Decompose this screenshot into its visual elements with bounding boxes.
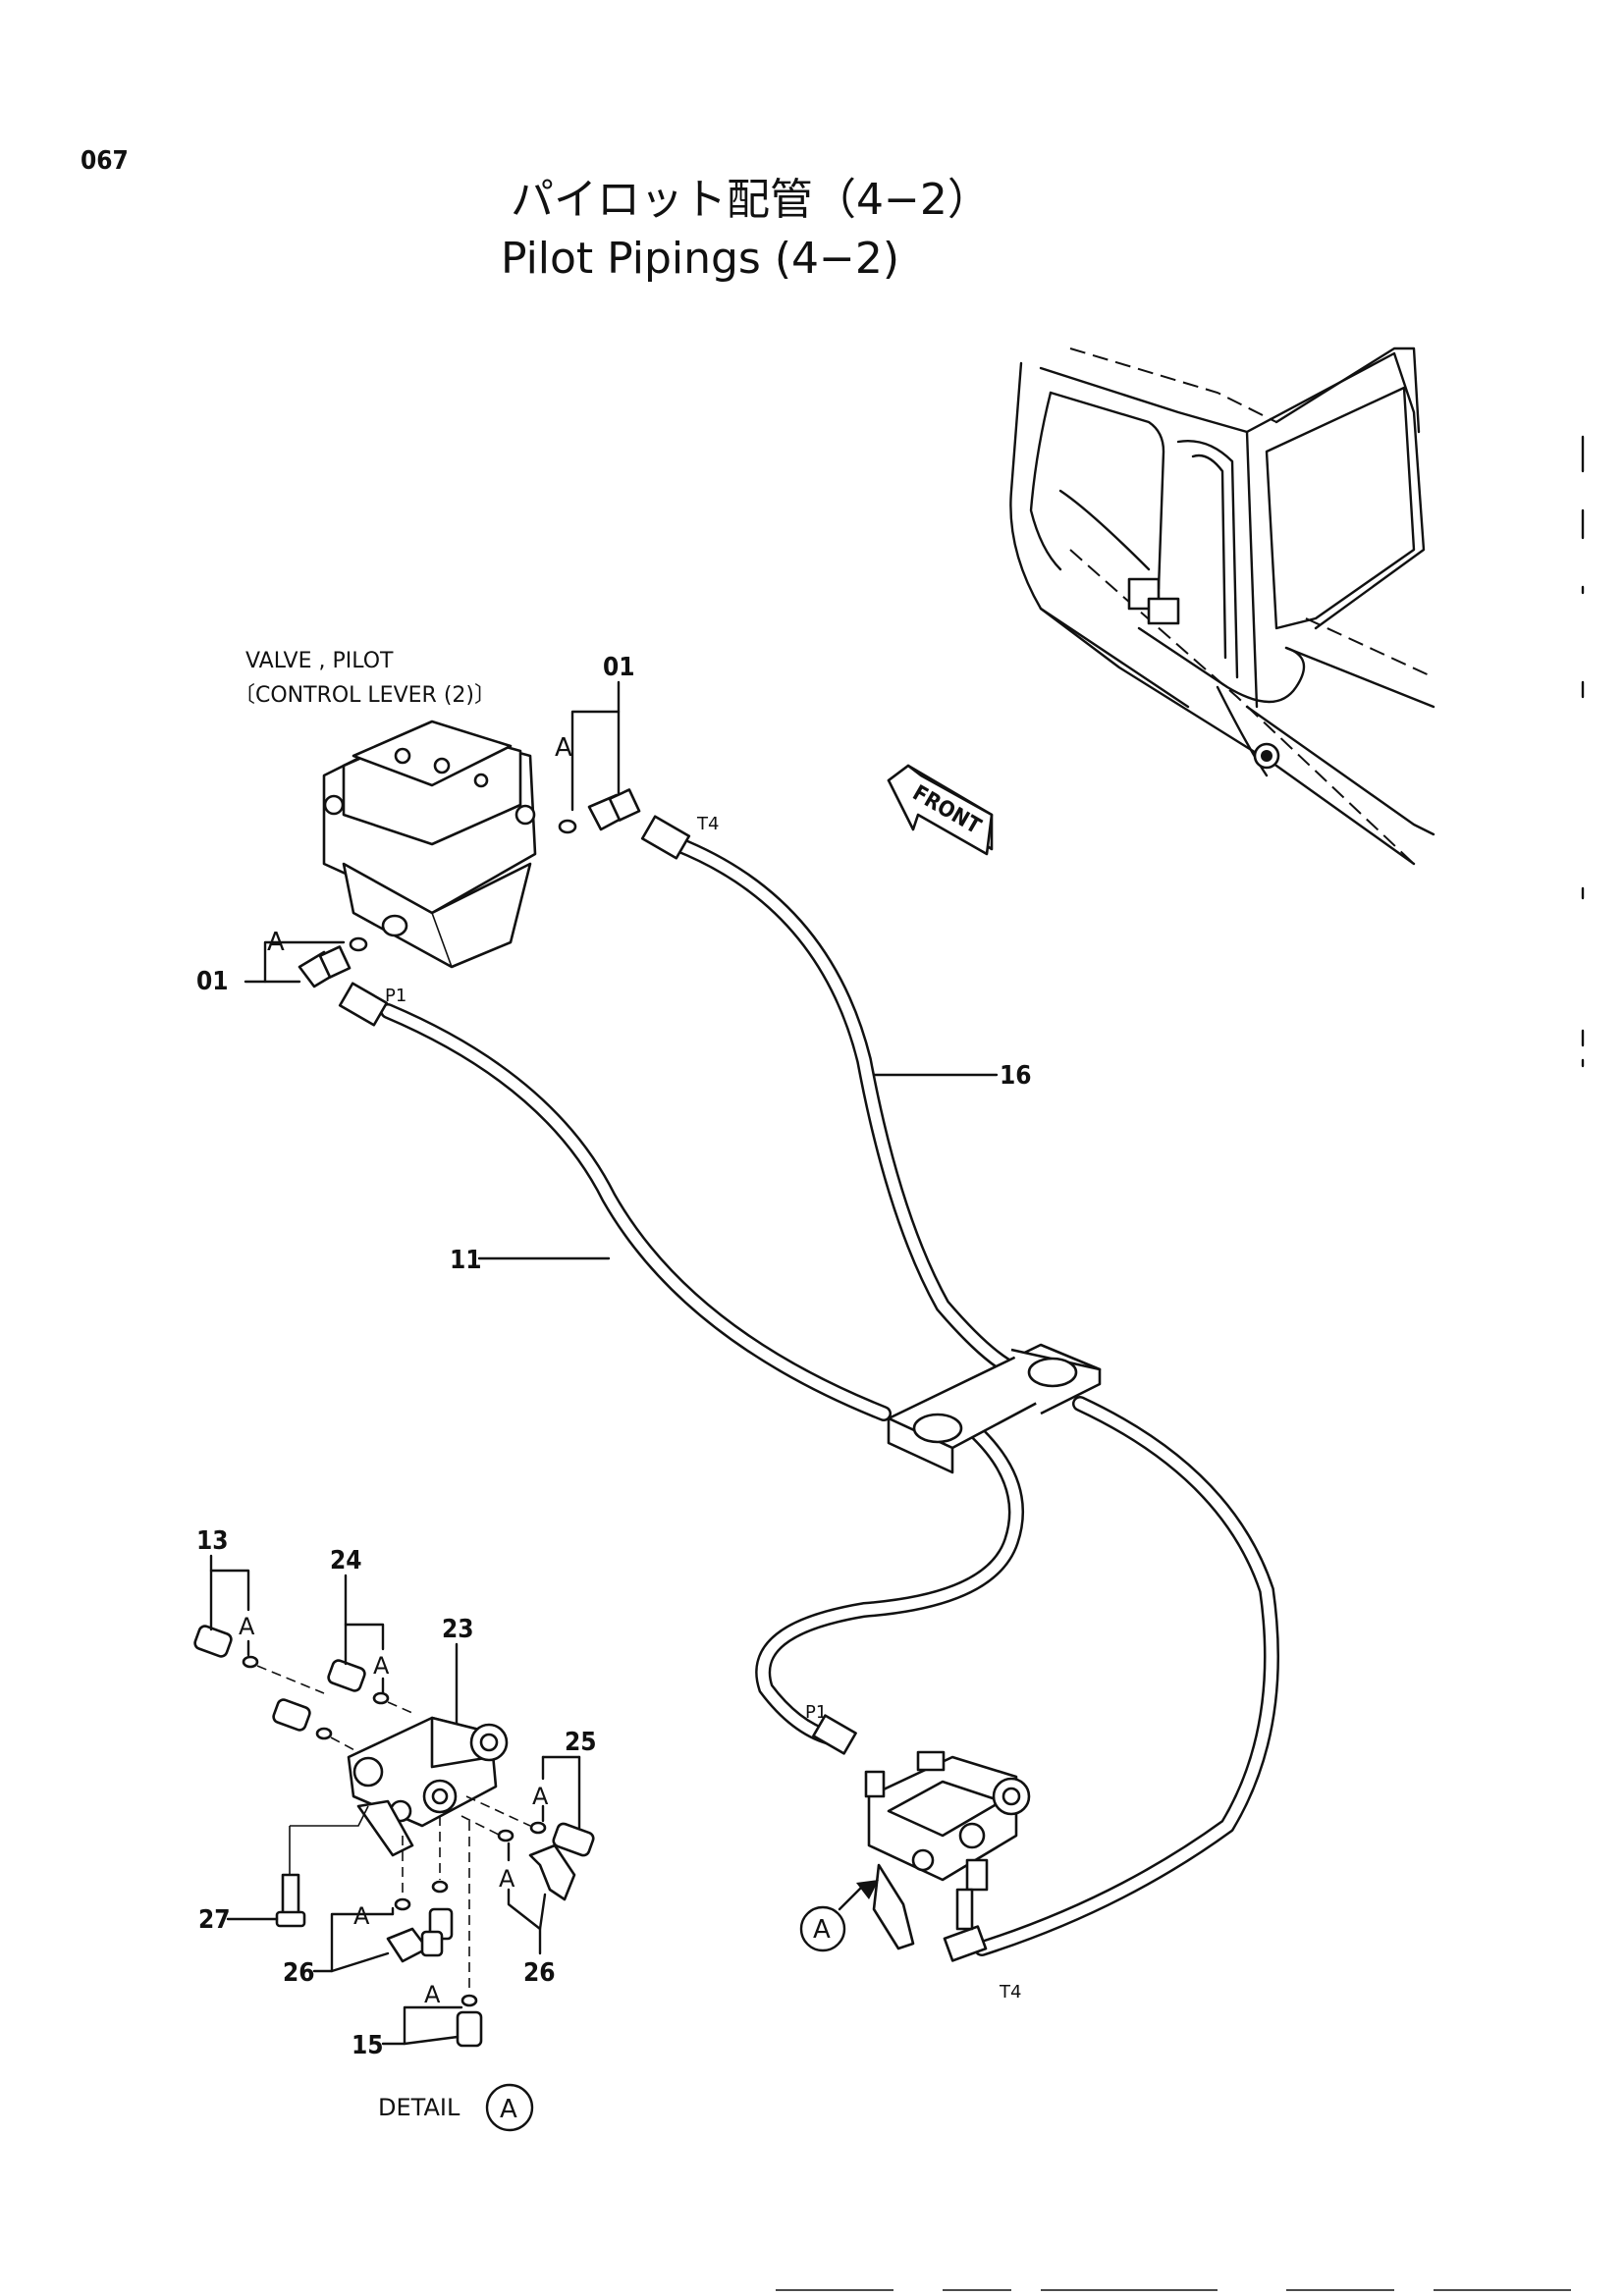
- detail-caption: DETAIL A: [378, 2083, 534, 2132]
- detail-reference-a-letter: A: [813, 1915, 831, 1945]
- title-japanese: パイロット配管（4−2）: [511, 175, 991, 225]
- ref-letter-a: A: [373, 1652, 390, 1680]
- hose-16: [640, 815, 1039, 1382]
- callout-24: 24 A: [330, 1546, 390, 1694]
- callout-26-right: 26 A: [499, 1842, 556, 1988]
- pilot-valve-control-lever: [322, 720, 537, 969]
- port-label-p1-bottom: P1: [805, 1702, 827, 1723]
- ref-letter-a: A: [499, 1865, 515, 1893]
- callout-01-left-number: 01: [196, 967, 229, 996]
- callout-16: 16: [872, 1061, 1032, 1091]
- elbow-fitting-01-top: [558, 788, 641, 834]
- ref-letter-a: A: [424, 1981, 441, 2008]
- callout-26-right-number: 26: [523, 1958, 556, 1988]
- callout-11-number: 11: [450, 1246, 482, 1275]
- ref-letter-a: A: [353, 1902, 370, 1930]
- callout-15: 15 A: [352, 1981, 463, 2060]
- callout-27-number: 27: [198, 1905, 231, 1935]
- callout-11: 11: [450, 1246, 611, 1275]
- ref-letter-a: A: [555, 733, 572, 763]
- hose-to-detail-p1: [755, 1420, 1024, 1755]
- port-label-t4-bottom: T4: [999, 1982, 1021, 2002]
- ref-letter-a: A: [532, 1783, 549, 1810]
- valve-label: VALVE , PILOT 〔CONTROL LEVER (2)〕: [234, 649, 496, 708]
- callout-13: 13 A: [196, 1526, 255, 1657]
- detail-caption-letter: A: [500, 2095, 517, 2124]
- callout-24-number: 24: [330, 1546, 362, 1575]
- callout-23: 23: [442, 1615, 474, 1725]
- callout-01-top: 01 A: [555, 653, 635, 812]
- front-arrow-icon: FRONT: [887, 764, 994, 856]
- callout-25-number: 25: [565, 1728, 597, 1757]
- ref-letter-a: A: [239, 1613, 255, 1640]
- valve-label-line2: 〔CONTROL LEVER (2)〕: [234, 683, 496, 708]
- cab-outline: [1009, 347, 1435, 866]
- shuttle-valve-assembly: [864, 1750, 1031, 1950]
- port-label-p1-top: P1: [385, 986, 406, 1006]
- callout-13-number: 13: [196, 1526, 229, 1556]
- hose-11: [338, 982, 892, 1421]
- callout-26-left: 26 A: [283, 1902, 395, 1988]
- callout-26-left-number: 26: [283, 1958, 315, 1988]
- callout-23-number: 23: [442, 1615, 474, 1644]
- callout-15-number: 15: [352, 2031, 384, 2060]
- callout-25: 25 A: [532, 1728, 597, 1830]
- hose-to-detail-t4: [943, 1396, 1279, 1962]
- title-english: Pilot Pipings (4−2): [501, 234, 899, 284]
- detail-label: DETAIL: [378, 2094, 460, 2121]
- callout-16-number: 16: [1000, 1061, 1032, 1091]
- elbow-fitting-01-left: [298, 936, 368, 988]
- ref-letter-a: A: [267, 928, 285, 957]
- port-label-t4-top: T4: [696, 814, 719, 834]
- callout-01-left: 01 A: [196, 928, 346, 996]
- detail-reference-a: A: [799, 1880, 879, 1952]
- callout-01-top-number: 01: [603, 653, 635, 682]
- valve-label-line1: VALVE , PILOT: [245, 649, 394, 673]
- detail-a-exploded: [193, 1625, 595, 2048]
- callout-27: 27: [198, 1905, 279, 1935]
- page-number: 067: [81, 146, 129, 176]
- hose-clamp: [887, 1343, 1102, 1474]
